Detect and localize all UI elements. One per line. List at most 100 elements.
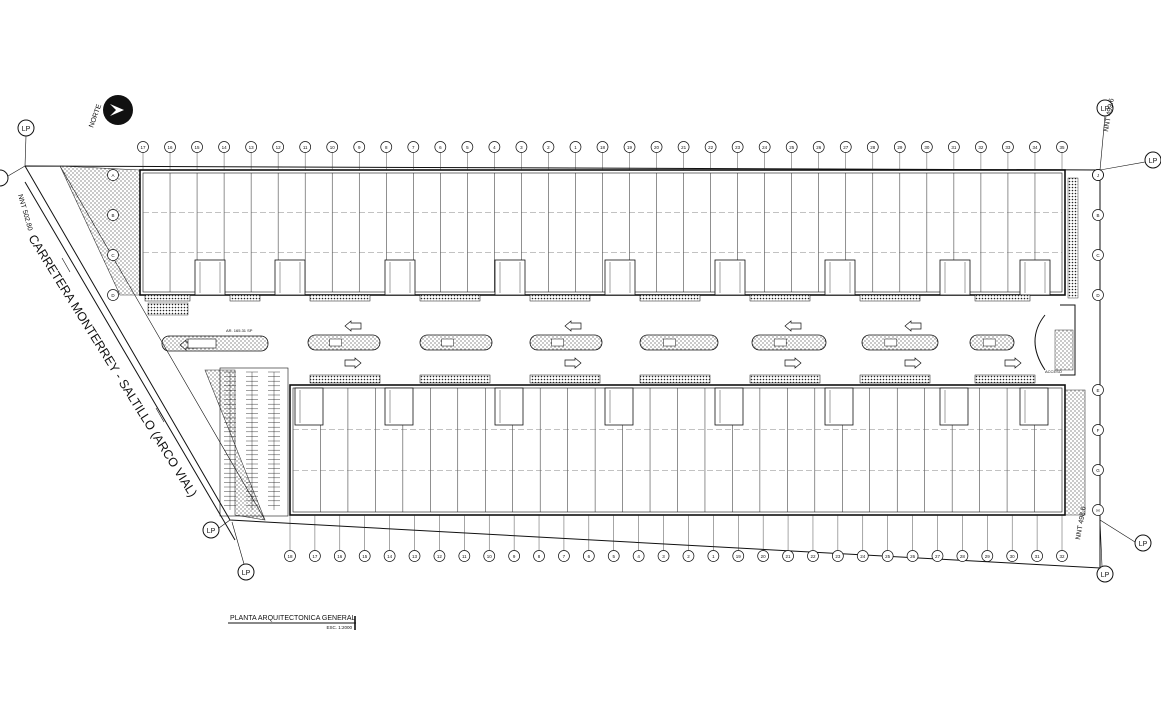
highway-direction-arrows [61,257,165,423]
survey-points: LP LP LP LP LP LP LP [0,99,1161,583]
grid-axis-label: 17 [140,145,146,150]
grid-axis-bubble: 11 [299,141,312,170]
dock-apron [749,374,821,384]
loading-dock [384,259,416,296]
grid-axis-label: 15 [362,554,368,559]
grid-axis-bubble: 32 [975,141,987,170]
grid-axis-bubble: 2 [542,141,555,170]
grid-axis-bubble: 14 [218,141,230,170]
grid-axis-bubble: 12 [433,515,446,562]
grid-axis-bubble: 27 [931,515,944,562]
grid-axis-bubble: 34 [1029,141,1041,170]
grid-axis-bubble: 16 [333,515,346,562]
grid-axis-bubble: 20 [757,515,770,562]
median-island [751,334,827,351]
grid-axis-label: 10 [487,554,493,559]
grid-axis-bubble: 31 [948,141,960,170]
grid-axis-bubble: 22 [807,515,819,562]
dock-apron [144,294,191,302]
survey-point-e: LP [1099,151,1161,171]
grid-axis-label: 33 [1005,145,1011,150]
median-island [419,334,493,351]
grid-axis-label: 12 [437,554,443,559]
grid-axis-bubble: 29 [981,515,994,562]
grid-axis-bubble: 30 [1006,515,1019,562]
loading-dock [939,387,969,426]
grid-axis-bubble: 21 [782,515,794,562]
drawing-title: PLANTA ARQUITECTONICA GENERAL ESC. 1:200… [228,615,356,630]
loading-dock [824,387,854,426]
survey-point-se2: LP [1096,519,1114,583]
dock-apron [974,374,1036,384]
dock-apron [639,374,711,384]
grid-axis-bubble: 1 [569,141,582,170]
traffic-arrow [344,357,362,369]
grid-axis-label: 23 [835,554,841,559]
grid-axis-bubble: H [1092,504,1104,516]
grid-axis-bubble: 6 [434,141,447,170]
grid-axis-label: 30 [1010,554,1016,559]
dock-apron [529,374,601,384]
svg-text:LP: LP [242,570,251,577]
grid-axis-label: 27 [843,145,849,150]
plan-title: PLANTA ARQUITECTONICA GENERAL [230,615,355,622]
landscape-area-southwest [204,369,266,521]
grid-axis-bubble: 7 [558,515,570,562]
landscape-area-northwest [59,165,141,296]
grid-axis-bubble: 32 [1056,515,1068,562]
dock-apron [859,374,931,384]
grid-axis-bubble: 33 [1002,141,1014,170]
grid-axis-label: 8 [385,145,388,150]
grid-axis-bubble: C [107,249,119,261]
loading-dock [494,259,526,296]
level-label-ne: NNT 499.6 [1103,98,1116,133]
grid-axis-label: 10 [330,145,336,150]
loading-dock [604,387,634,426]
grid-axis-bubble: 8 [533,515,545,562]
grid-axes-right: ABCDEFGHIJ [1092,169,1104,516]
grid-axis-bubble: 4 [488,141,501,170]
dock-apron [974,294,1031,302]
dock-apron [419,294,481,302]
grid-axis-label: 32 [1059,554,1065,559]
grid-axis-label: 1 [574,145,577,150]
grid-axis-label: B [1096,213,1099,218]
traffic-arrow [904,357,922,369]
grid-axis-label: 16 [337,554,343,559]
grid-axis-bubble: D [1092,289,1104,301]
west-parking-strip [147,302,189,316]
grid-axis-label: 6 [439,145,442,150]
dock-apron [419,374,491,384]
loading-dock [714,259,746,296]
grid-axis-bubble: J [1092,169,1104,181]
dock-apron [309,294,371,302]
loading-dock [1019,387,1049,426]
warehouse-south [289,384,1066,516]
grid-axis-label: 25 [789,145,795,150]
grid-axis-label: 5 [612,554,615,559]
grid-axis-bubble: 14 [383,515,396,562]
median-island [861,334,939,351]
grid-axis-label: 4 [637,554,640,559]
highway-edge [24,165,266,541]
grid-axis-label: 19 [736,554,742,559]
grid-axis-bubble: 25 [785,141,798,170]
grid-axis-label: 9 [513,554,516,559]
grid-axis-bubble: 13 [245,141,257,170]
grid-axis-bubble: 24 [758,141,771,170]
grid-axis-label: 28 [960,554,966,559]
grid-axis-bubble: 22 [704,141,717,170]
grid-axis-label: 11 [462,554,467,559]
loading-dock [939,259,971,296]
grid-axis-label: 24 [762,145,768,150]
svg-text:LP: LP [1101,572,1110,579]
grid-axis-bubble: 23 [832,515,844,562]
grid-axis-label: 7 [563,554,566,559]
grid-axis-label: F [1097,428,1100,433]
grid-axis-bubble: 17 [137,141,149,170]
median-island [307,334,381,351]
grid-axis-bubble: 28 [866,141,879,170]
grid-axis-bubble: 3 [515,141,528,170]
loading-dock [294,387,324,426]
